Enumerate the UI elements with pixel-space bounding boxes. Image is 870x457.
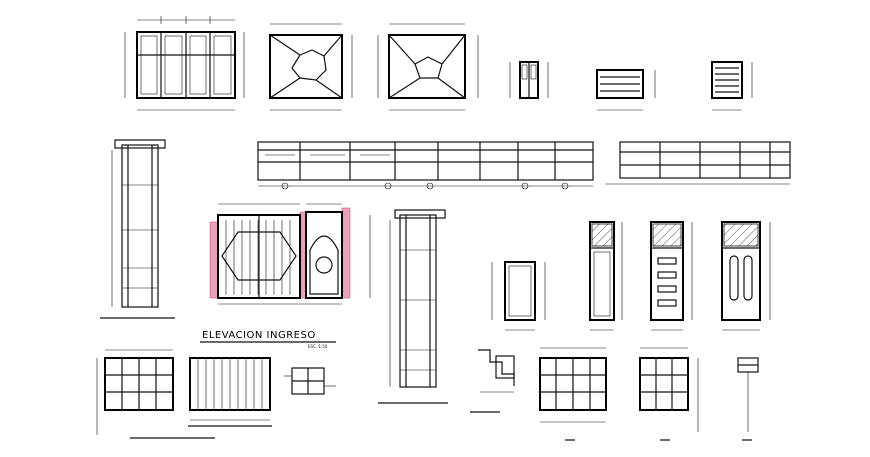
window-small-double-pane xyxy=(509,61,549,99)
grid-window-elevation-b xyxy=(639,347,699,441)
drawing-title: ELEVACION INGRESO xyxy=(202,330,316,341)
door-with-panels xyxy=(650,221,693,331)
grid-window-elevation-a xyxy=(539,347,607,441)
door-plain-elevation xyxy=(491,261,546,331)
door-with-hatched-transom xyxy=(589,221,623,331)
vertical-section-center xyxy=(378,209,448,404)
drawing-title-block: ELEVACION INGRESO ESC. 1:50 xyxy=(200,330,336,349)
longitudinal-section-strip xyxy=(257,141,594,190)
louver-window-vertical xyxy=(711,61,753,111)
drawing-scale: ESC. 1:50 xyxy=(308,344,328,349)
detail-small-section xyxy=(284,367,336,395)
vertical-section-left xyxy=(100,139,175,319)
entrance-gate-elevation xyxy=(209,203,371,305)
grid-panel-elevation xyxy=(96,349,215,439)
slatted-panel-elevation xyxy=(188,357,272,427)
louver-window-horizontal xyxy=(596,69,656,111)
window-4-pane-elevation xyxy=(124,16,245,111)
small-frame-detail xyxy=(737,357,759,441)
side-section-strip xyxy=(605,141,791,185)
door-double-oval-glass xyxy=(721,221,771,331)
window-pentagon-center-elevation xyxy=(377,23,479,111)
window-octagon-center-elevation xyxy=(269,23,353,111)
stair-detail xyxy=(470,349,515,413)
